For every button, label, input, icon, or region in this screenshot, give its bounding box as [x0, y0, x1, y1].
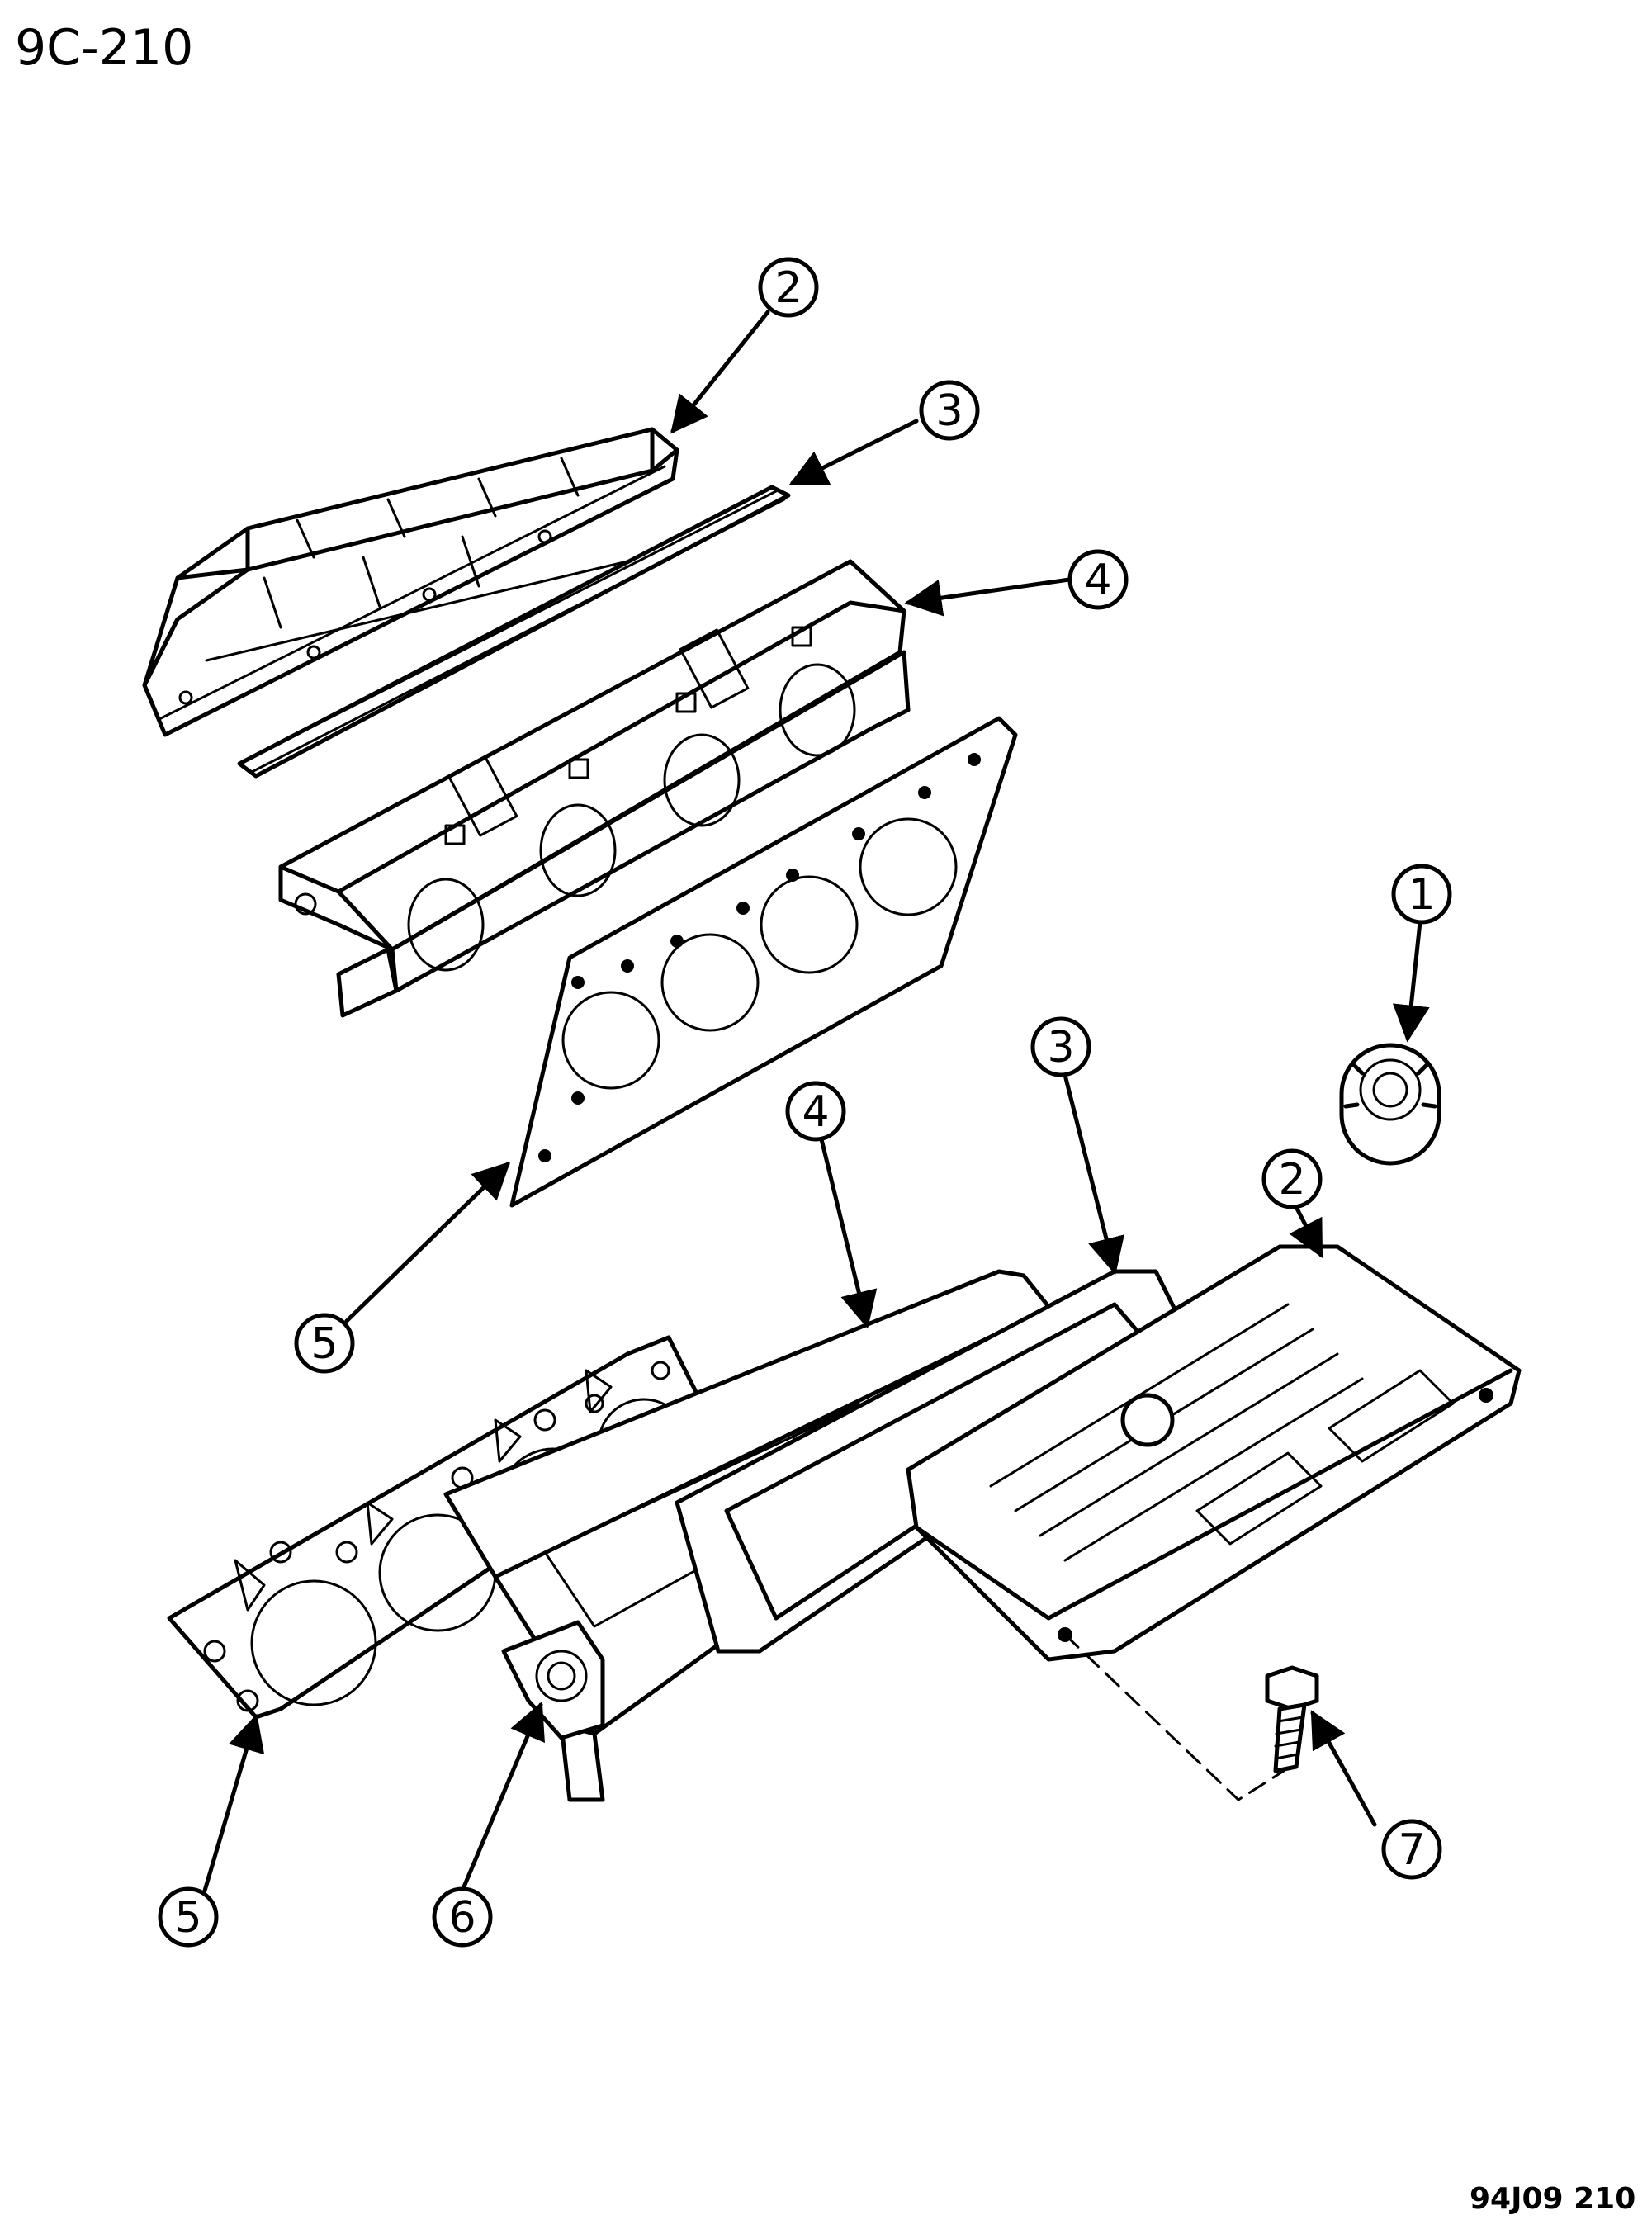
svg-text:2: 2	[1278, 1155, 1305, 1205]
svg-text:1: 1	[1408, 870, 1435, 920]
svg-text:6: 6	[448, 1893, 476, 1943]
svg-text:4: 4	[802, 1087, 829, 1137]
upper-cylinder-head	[278, 559, 911, 1018]
svg-text:7: 7	[1398, 1825, 1425, 1875]
lower-valve-cover	[906, 1244, 1522, 1662]
callout-c6-bottom-gasket: 3	[1030, 1016, 1091, 1077]
upper-head-gasket	[509, 716, 1018, 1208]
oil-filler-cap	[1339, 1043, 1441, 1166]
callout-c7-bottom-head: 4	[785, 1081, 846, 1142]
callout-c10-head-gasket-lower: 5	[158, 1886, 219, 1948]
callout-c12-bolt: 7	[1381, 1819, 1442, 1880]
callout-c3-top-head: 4	[1067, 549, 1129, 610]
callout-c2-top-cover-gasket: 3	[919, 380, 980, 441]
callout-c11-head-fitting: 6	[432, 1886, 493, 1948]
callout-c4-top-head-gasket: 5	[294, 1313, 355, 1374]
svg-text:5: 5	[310, 1319, 338, 1369]
svg-text:3: 3	[935, 386, 963, 436]
svg-text:2: 2	[774, 263, 802, 313]
upper-valve-cover-gasket	[237, 485, 791, 779]
callout-c1-top-cover: 2	[758, 257, 819, 318]
callout-c5-oil-cap: 1	[1391, 864, 1452, 925]
svg-text:5: 5	[174, 1893, 201, 1943]
lower-head-fitting	[501, 1620, 605, 1740]
callout-c8-bottom-cover: 2	[1261, 1148, 1323, 1209]
diagram-ref-id: 94J09 210	[1470, 2182, 1635, 2216]
svg-text:3: 3	[1047, 1023, 1074, 1072]
svg-text:4: 4	[1084, 556, 1111, 605]
upper-valve-cover	[142, 427, 679, 737]
page-id: 9C-210	[15, 19, 193, 77]
valve-cover-bolt	[1063, 1633, 1319, 1801]
callout-leaders	[202, 310, 1430, 1893]
